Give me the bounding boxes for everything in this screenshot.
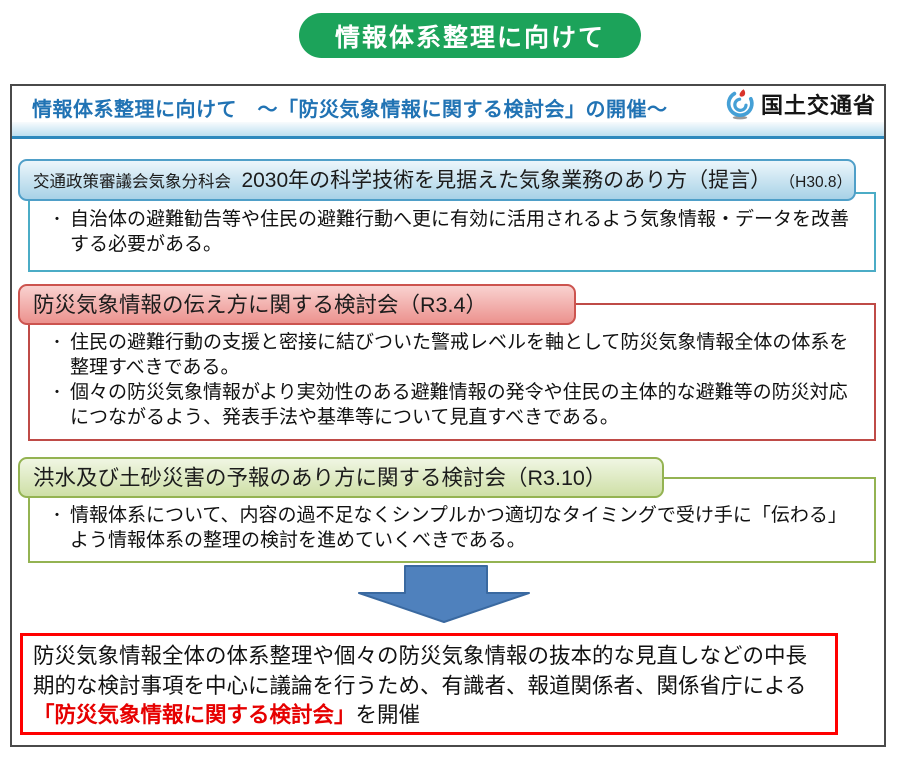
flood-title: 洪水及び土砂災害の予報のあり方に関する検討会（R3.10）: [33, 466, 607, 490]
heading-gradient-band: [12, 122, 884, 136]
section-tsutaekata-header: 防災気象情報の伝え方に関する検討会（R3.4）: [18, 284, 576, 325]
down-arrow-icon: [358, 565, 530, 624]
section-council-box: ・ 自治体の避難勧告等や住民の避難行動へ更に有効に活用されるよう気象情報・データ…: [28, 192, 876, 272]
mlit-logo-icon: [724, 88, 756, 120]
list-item: ・ 情報体系について、内容の過不足なくシンプルかつ適切なタイミングで受け手に「伝…: [44, 503, 860, 553]
slide-frame: 情報体系整理に向けて ～「防災気象情報に関する検討会」の開催～ 国土交通省 交通…: [10, 84, 886, 747]
council-proposal-title: 2030年の科学技術を見据えた気象業務のあり方（提言）: [241, 169, 772, 192]
mlit-logo: 国土交通省: [724, 88, 876, 120]
council-date: （H30.8）: [779, 174, 852, 191]
section-council-header: 交通政策審議会気象分科会 2030年の科学技術を見据えた気象業務のあり方（提言）…: [18, 159, 856, 201]
slide-heading: 情報体系整理に向けて ～「防災気象情報に関する検討会」の開催～: [32, 99, 668, 121]
bullet-text: 情報体系について、内容の過不足なくシンプルかつ適切なタイミングで受け手に「伝わる…: [70, 505, 847, 551]
section-tsutaekata-box: ・ 住民の避難行動の支援と密接に結びついた警戒レベルを軸として防災気象情報全体の…: [28, 303, 876, 441]
bullet-text: 自治体の避難勧告等や住民の避難行動へ更に有効に活用されるよう気象情報・データを改…: [70, 209, 850, 255]
bullet-text: 個々の防災気象情報がより実効性のある避難情報の発令や住民の主体的な避難等の防災対…: [70, 382, 848, 428]
page-title: 情報体系整理に向けて: [334, 23, 605, 52]
conclusion-box: 防災気象情報全体の体系整理や個々の防災気象情報の抜本的な見直しなどの中長期的な検…: [20, 633, 838, 735]
ministry-name: 国土交通省: [760, 93, 876, 118]
conclusion-highlight: 「防災気象情報に関する検討会」: [33, 703, 356, 727]
list-item: ・ 個々の防災気象情報がより実効性のある避難情報の発令や住民の主体的な避難等の防…: [44, 380, 860, 430]
list-item: ・ 自治体の避難勧告等や住民の避難行動へ更に有効に活用されるよう気象情報・データ…: [44, 207, 860, 257]
conclusion-text-after: を開催: [355, 703, 421, 727]
section-flood-header: 洪水及び土砂災害の予報のあり方に関する検討会（R3.10）: [18, 457, 664, 498]
bullet-icon: ・: [49, 334, 65, 351]
bullet-icon: ・: [49, 507, 65, 524]
conclusion-text-before: 防災気象情報全体の体系整理や個々の防災気象情報の抜本的な見直しなどの中長期的な検…: [33, 644, 808, 698]
bullet-icon: ・: [49, 211, 65, 228]
bullet-text: 住民の避難行動の支援と密接に結びついた警戒レベルを軸として防災気象情報全体の体系…: [70, 332, 849, 378]
heading-underline: [12, 136, 884, 139]
page-title-banner: 情報体系整理に向けて: [299, 13, 641, 58]
council-name: 交通政策審議会気象分科会: [33, 173, 231, 191]
list-item: ・ 住民の避難行動の支援と密接に結びついた警戒レベルを軸として防災気象情報全体の…: [44, 330, 860, 380]
bullet-icon: ・: [49, 384, 65, 401]
tsutaekata-title: 防災気象情報の伝え方に関する検討会（R3.4）: [33, 293, 487, 317]
